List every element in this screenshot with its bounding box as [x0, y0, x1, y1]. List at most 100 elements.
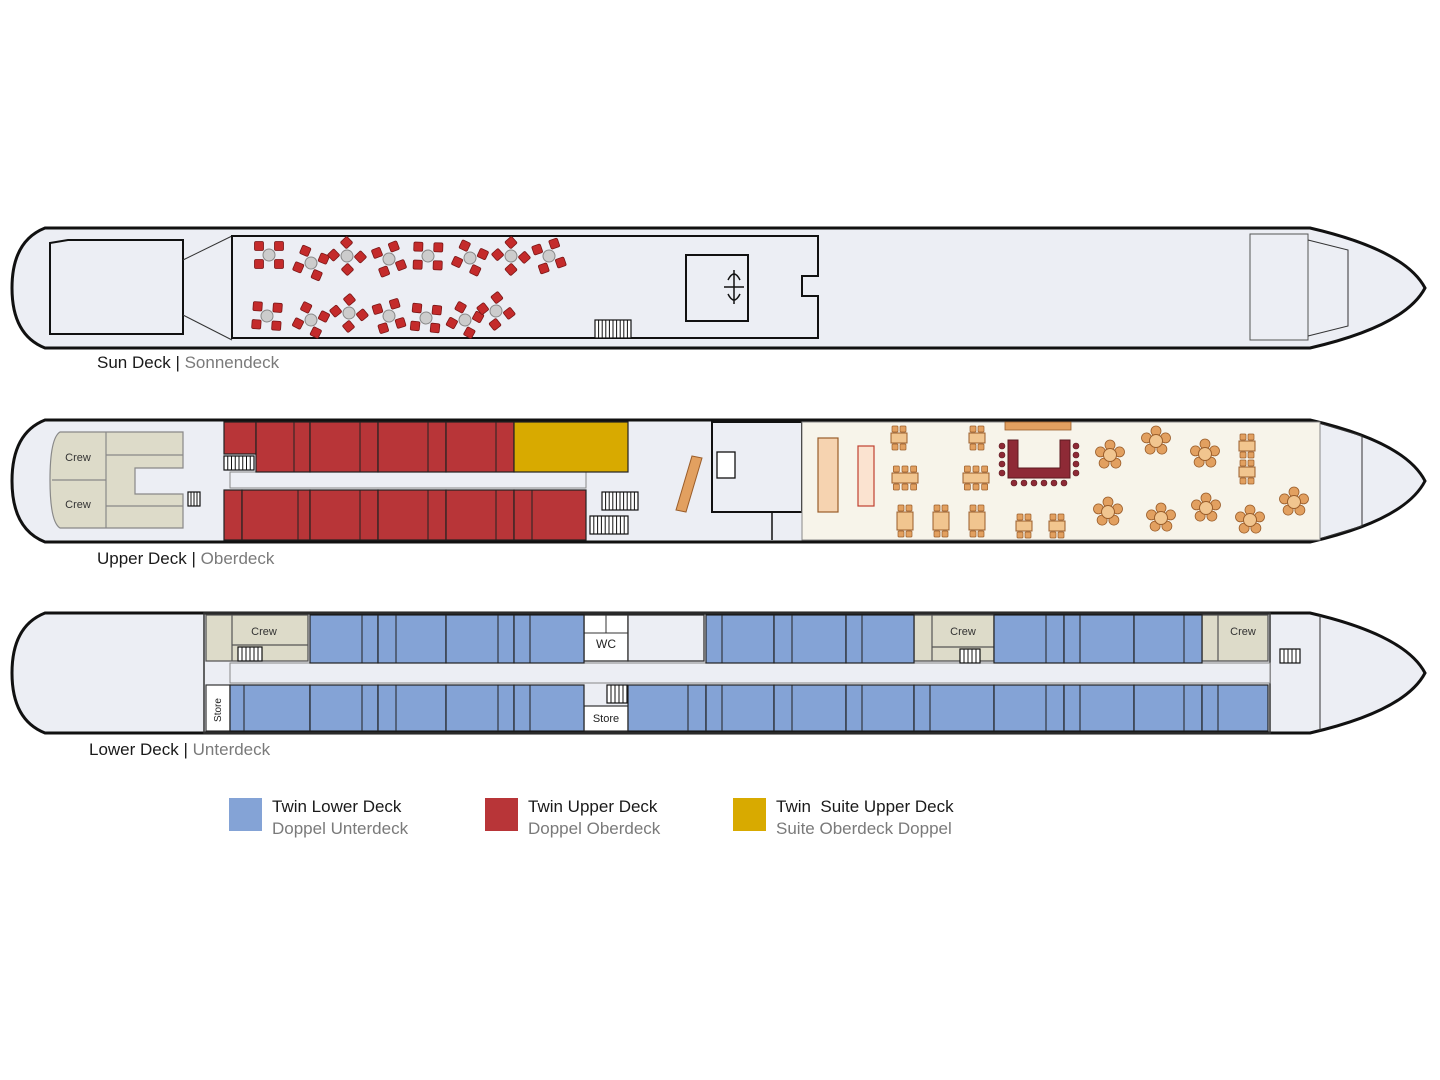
lounge-chair	[892, 465, 900, 473]
sun-deck-caption: Sun Deck | Sonnendeck	[97, 353, 279, 373]
lounge-chair	[1024, 513, 1032, 521]
lounge-chair	[905, 504, 913, 512]
sun-lounger-set	[327, 236, 367, 276]
lounge-chair	[1016, 531, 1024, 539]
sun-deck-name-en: Sun Deck	[97, 353, 171, 372]
sun-lounger-set	[251, 301, 283, 331]
sofa-stool	[1072, 469, 1080, 477]
lounge-chair	[977, 504, 985, 512]
upper-staircase	[187, 491, 201, 507]
upper-cabin	[377, 489, 447, 541]
reception-desk	[675, 455, 703, 513]
sun-chair	[490, 291, 504, 304]
lounge-chair	[905, 530, 913, 538]
lounge-table	[1238, 466, 1256, 478]
legend-item-twin-suite: Twin Suite Upper Deck Suite Oberdeck Dop…	[733, 796, 954, 840]
lower-cabin	[1063, 684, 1135, 732]
legend-item-twin-upper: Twin Upper Deck Doppel Oberdeck	[485, 796, 660, 840]
sun-chair	[412, 259, 423, 270]
lounge-round-table	[1287, 495, 1301, 509]
upper-crew-label-2: Crew	[65, 499, 91, 511]
sun-chair	[433, 242, 444, 253]
sun-chair	[329, 304, 342, 318]
sofa-stool	[998, 469, 1006, 477]
lower-cabin	[445, 614, 515, 664]
sun-lounger-set	[409, 302, 443, 334]
lower-technical-room	[627, 614, 705, 662]
legend-label-en: Twin Lower Deck	[272, 797, 402, 816]
sun-chair	[318, 310, 330, 323]
lounge-round-set	[1191, 492, 1221, 522]
legend-label-en: Twin Suite Upper Deck	[776, 797, 954, 816]
lounge-table-set	[890, 425, 908, 451]
sun-table	[260, 309, 274, 323]
lounge-round-set	[1235, 504, 1265, 534]
lounge-chair	[969, 504, 977, 512]
sun-deck	[10, 226, 1427, 350]
lounge-chair	[1057, 513, 1065, 521]
sun-table	[542, 249, 556, 263]
sun-chair	[504, 236, 518, 249]
sun-deck-lounge-chairs	[251, 236, 567, 339]
lower-cabin	[845, 614, 915, 664]
lounge-chair	[1239, 433, 1247, 441]
upper-cabin	[309, 421, 379, 473]
sun-deck-wheelhouse	[49, 239, 184, 335]
lower-deck-separator: |	[183, 740, 188, 759]
lower-cabin	[845, 684, 915, 732]
sun-chair	[299, 244, 312, 257]
lounge-chair	[969, 530, 977, 538]
lower-staircase	[237, 646, 263, 662]
lower-deck: Crew Crew Crew WC Store Store	[10, 611, 1427, 735]
lounge-table-set	[1238, 433, 1256, 459]
lounge-table-set	[1048, 513, 1066, 539]
stair-frame	[959, 648, 981, 664]
sun-chair	[342, 320, 355, 333]
lower-cabin	[1063, 614, 1135, 664]
sun-chair	[378, 265, 390, 278]
sun-chair	[389, 298, 401, 310]
sun-table	[304, 313, 318, 327]
upper-crew-label-1: Crew	[65, 452, 91, 464]
sun-deck-terrace	[231, 235, 819, 339]
elevator-icon	[716, 451, 736, 479]
lounge-table	[1048, 520, 1066, 532]
lounge-chair	[899, 425, 907, 433]
legend-swatch-suite	[733, 798, 766, 831]
sun-chair	[310, 269, 323, 282]
sun-table	[504, 249, 518, 263]
sun-deck-name-de: Sonnendeck	[184, 353, 280, 372]
sun-chair	[454, 301, 467, 314]
lounge-chair	[897, 530, 905, 538]
sun-chair	[309, 326, 322, 339]
lower-cabin	[309, 614, 379, 664]
lower-crew-label-1: Crew	[251, 626, 277, 638]
lower-cabin	[1133, 614, 1203, 664]
lower-cabin	[229, 684, 311, 732]
legend-label-de: Suite Oberdeck Doppel	[776, 819, 952, 838]
sun-chair	[271, 320, 282, 331]
lounge-chair	[1024, 531, 1032, 539]
lower-cabin	[913, 684, 995, 732]
sofa-stool	[1020, 479, 1028, 487]
sun-lounger-set	[254, 241, 284, 269]
sun-lounger-set	[531, 237, 567, 275]
stair-frame	[1279, 648, 1301, 664]
sun-chair	[254, 241, 264, 251]
lower-cabin	[627, 684, 707, 732]
lounge-bar	[817, 437, 839, 513]
sun-deck-separator: |	[175, 353, 180, 372]
lounge-table	[896, 511, 914, 531]
sun-chair	[327, 248, 340, 262]
lounge-chair	[1247, 477, 1255, 485]
sun-chair	[518, 251, 531, 264]
lounge-chair	[969, 425, 977, 433]
upper-cabin	[445, 489, 515, 541]
lounge-chair	[933, 504, 941, 512]
legend-label-de: Doppel Unterdeck	[272, 819, 409, 838]
lounge-round-table	[1198, 447, 1212, 461]
lower-cabin	[377, 684, 447, 732]
lounge-round-set	[1095, 439, 1125, 469]
lounge-round-set	[1190, 438, 1220, 468]
lounge-table-set	[1015, 513, 1033, 539]
